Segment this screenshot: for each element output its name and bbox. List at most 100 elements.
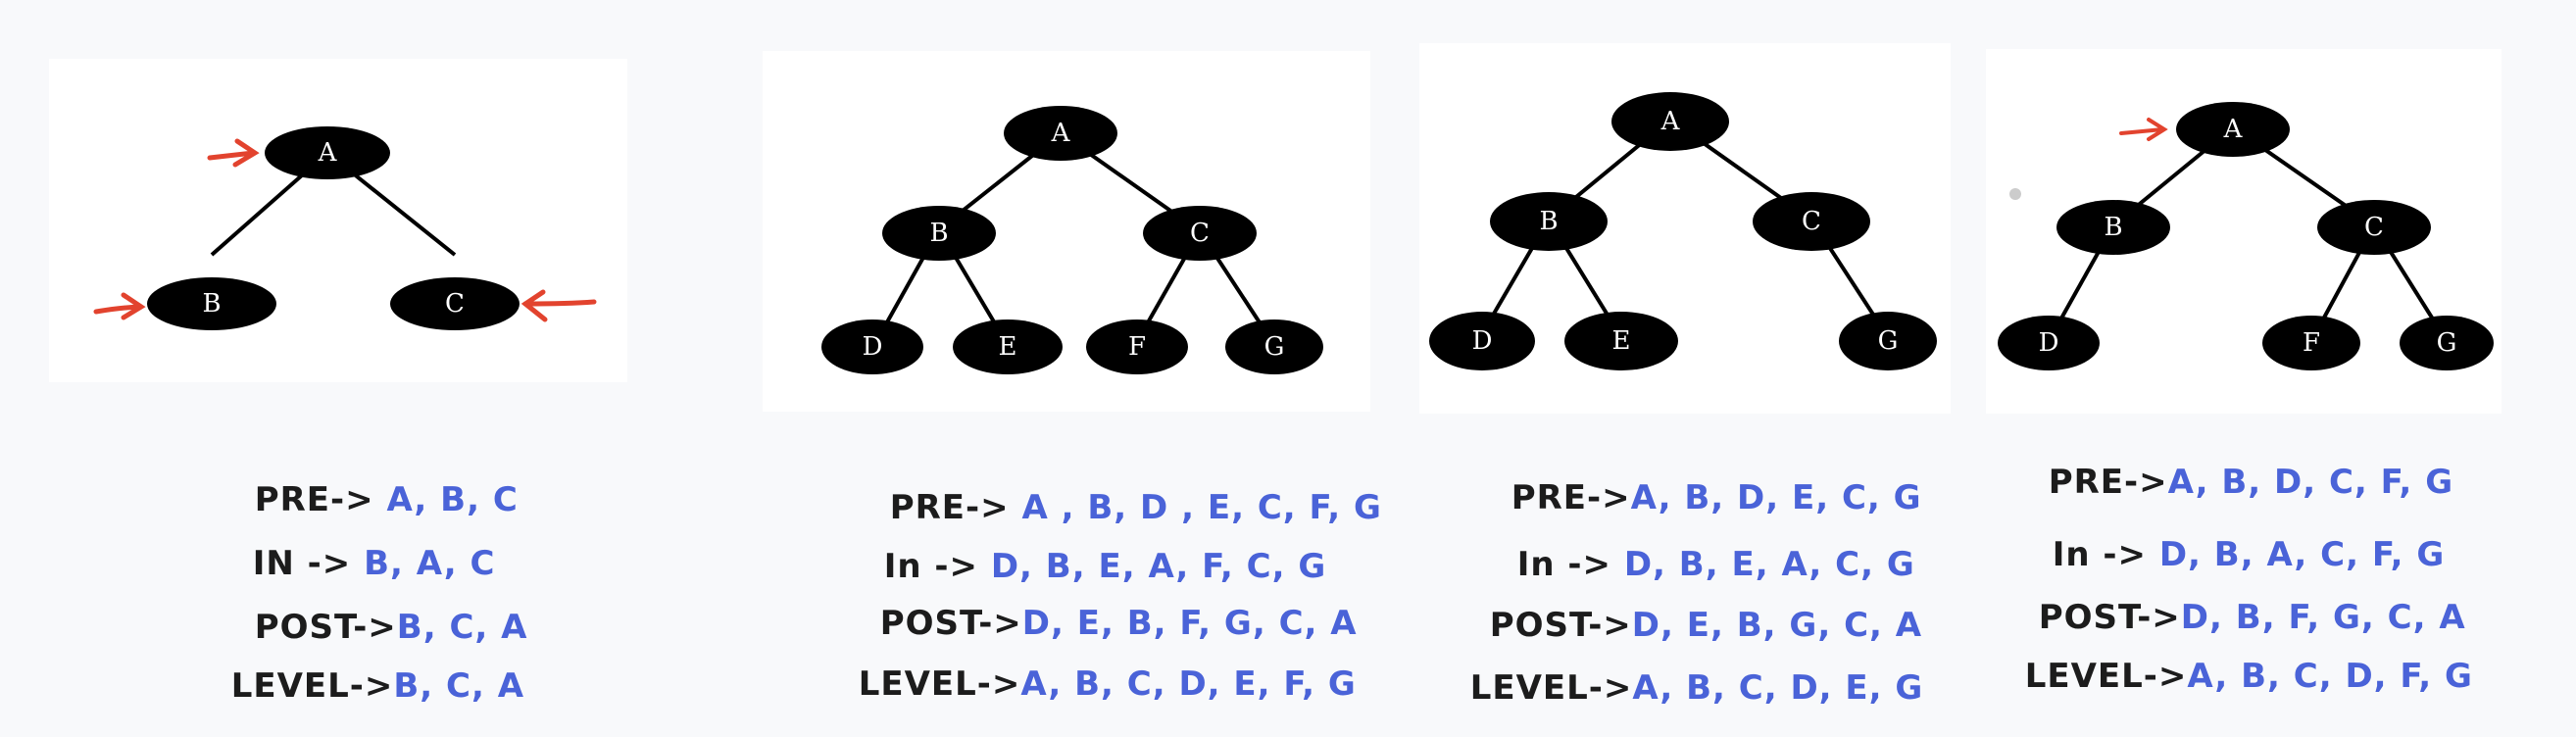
node-e: E	[1564, 312, 1678, 370]
traversal-level-1: LEVEL->B, C, A	[206, 627, 524, 706]
node-a: A	[265, 126, 390, 179]
svg-text:A: A	[1660, 107, 1681, 136]
traversal-in-4: In -> D, B, A, C, F, G	[2027, 496, 2445, 574]
level-label: LEVEL->	[1469, 668, 1633, 708]
post-value: D, E, B, F, G, C, A	[1021, 604, 1358, 643]
svg-text:B: B	[1539, 207, 1558, 236]
traversal-level-3: LEVEL->A, B, C, D, E, G	[1445, 629, 1923, 708]
tree-diagram-4: A B C D F G	[1998, 102, 2494, 370]
post-label: POST->	[879, 604, 1022, 643]
traversal-level-2: LEVEL->A, B, C, D, E, F, G	[833, 625, 1357, 704]
in-value: D, B, A, C, F, G	[2158, 535, 2446, 574]
level-value: A, B, C, D, E, G	[1632, 668, 1924, 708]
node-a: A	[1004, 106, 1117, 161]
tree-diagram-3: A B C D E G	[1429, 92, 1937, 370]
post-label: POST->	[254, 608, 397, 647]
pre-value: A, B, D, C, F, G	[2167, 463, 2454, 502]
arrow-to-a-icon	[2119, 118, 2168, 141]
post-value: D, B, F, G, C, A	[2180, 598, 2466, 637]
level-label: LEVEL->	[858, 664, 1021, 704]
in-value: D, B, E, A, C, G	[1623, 545, 1915, 584]
traversal-post-2: POST->D, E, B, F, G, C, A	[855, 565, 1358, 643]
svg-text:C: C	[2364, 213, 2384, 242]
tree-diagram-2: A B C D E F G	[821, 106, 1323, 374]
node-f: F	[1086, 319, 1188, 374]
svg-text:G: G	[2437, 328, 2457, 358]
svg-text:F: F	[1128, 332, 1146, 362]
node-b: B	[1490, 192, 1608, 251]
node-g: G	[1839, 312, 1937, 370]
level-label: LEVEL->	[230, 666, 394, 706]
node-g: G	[2400, 316, 2494, 370]
traversal-pre-3: PRE->A, B, D, E, C, G	[1486, 439, 1922, 517]
node-d: D	[821, 319, 923, 374]
svg-text:D: D	[2039, 328, 2059, 358]
traversal-in-3: In -> D, B, E, A, C, G	[1492, 506, 1915, 584]
node-b: B	[147, 277, 276, 330]
tree-panel-2: A B C D E F G	[763, 51, 1370, 412]
svg-text:G: G	[1878, 326, 1899, 356]
node-e: E	[953, 319, 1063, 374]
svg-text:A: A	[2223, 115, 2244, 144]
node-d: D	[1998, 316, 2100, 370]
pre-value: A, B, C	[386, 480, 519, 519]
node-a: A	[2176, 102, 2290, 157]
traversal-pre-4: PRE->A, B, D, C, F, G	[2023, 423, 2453, 502]
post-value: B, C, A	[396, 608, 528, 647]
svg-text:B: B	[202, 289, 221, 319]
svg-text:A: A	[318, 138, 338, 168]
traversal-level-4: LEVEL->A, B, C, D, F, G	[2000, 617, 2473, 696]
pre-label: PRE->	[889, 488, 1022, 527]
traversal-pre-2: PRE-> A , B, D , E, C, F, G	[865, 449, 1382, 527]
node-b: B	[2056, 200, 2170, 255]
svg-text:A: A	[1051, 119, 1071, 148]
tree-diagram-1: A B C	[93, 126, 597, 330]
svg-text:D: D	[863, 332, 883, 362]
in-label: In ->	[883, 547, 991, 586]
pre-value: A, B, D, E, C, G	[1630, 478, 1922, 517]
node-f: F	[2262, 316, 2360, 370]
node-c: C	[1143, 206, 1257, 261]
post-value: D, E, B, G, C, A	[1631, 606, 1923, 645]
node-b: B	[882, 206, 996, 261]
svg-text:C: C	[1802, 207, 1821, 236]
level-value: B, C, A	[393, 666, 525, 706]
traversal-post-4: POST->D, B, F, G, C, A	[2013, 559, 2466, 637]
level-value: A, B, C, D, F, G	[2187, 657, 2473, 696]
node-c: C	[390, 277, 520, 330]
in-label: In ->	[2052, 535, 2159, 574]
node-c: C	[2317, 200, 2431, 255]
svg-text:D: D	[1472, 326, 1493, 356]
traversal-in-2: In -> D, B, E, A, F, C, G	[859, 508, 1326, 586]
tree-panel-3: A B C D E G	[1419, 43, 1951, 414]
in-value: B, A, C	[364, 544, 496, 583]
svg-text:G: G	[1264, 332, 1285, 362]
pre-value: A , B, D , E, C, F, G	[1021, 488, 1382, 527]
traversal-post-3: POST->D, E, B, G, C, A	[1464, 566, 1922, 645]
post-label: POST->	[1489, 606, 1632, 645]
post-label: POST->	[2038, 598, 2181, 637]
in-value: D, B, E, A, F, C, G	[990, 547, 1327, 586]
pre-label: PRE->	[2048, 463, 2168, 502]
tree-panel-1: A B C	[49, 59, 627, 382]
level-value: A, B, C, D, E, F, G	[1020, 664, 1357, 704]
svg-text:F: F	[2303, 328, 2320, 358]
pre-label: PRE->	[1511, 478, 1631, 517]
svg-text:C: C	[445, 289, 465, 319]
traversal-post-1: POST->B, C, A	[229, 568, 527, 647]
stray-dot-icon	[2009, 188, 2021, 200]
node-d: D	[1429, 312, 1535, 370]
level-label: LEVEL->	[2024, 657, 2188, 696]
in-label: IN ->	[252, 544, 365, 583]
svg-text:B: B	[929, 219, 948, 248]
pre-label: PRE->	[254, 480, 387, 519]
arrow-to-a-icon	[207, 138, 260, 168]
svg-text:E: E	[1612, 326, 1631, 356]
svg-text:B: B	[2104, 213, 2122, 242]
tree-panel-4: A B C D F G	[1986, 49, 2502, 414]
arrow-to-c-icon	[520, 289, 597, 322]
node-c: C	[1753, 192, 1870, 251]
traversal-in-1: IN -> B, A, C	[227, 505, 495, 583]
svg-text:E: E	[999, 332, 1017, 362]
node-g: G	[1225, 319, 1323, 374]
